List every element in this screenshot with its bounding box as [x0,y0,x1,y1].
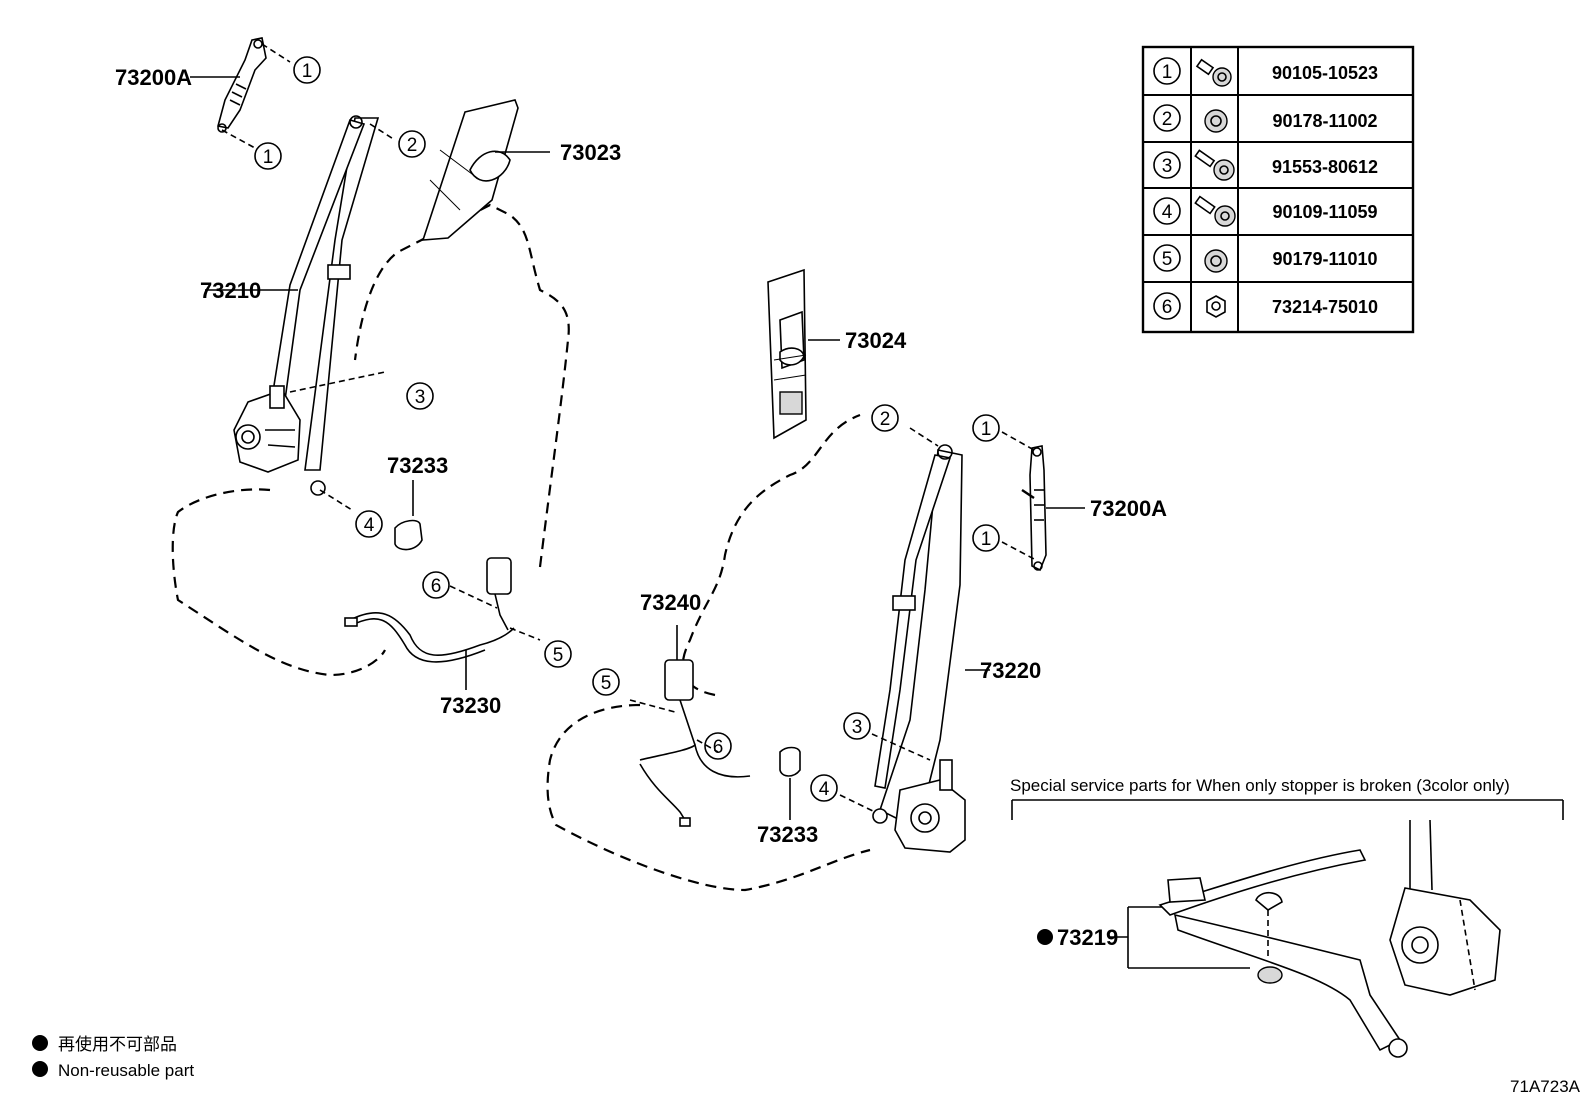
table-part-number: 90109-11059 [1272,202,1377,222]
non-reusable-marker-icon [1037,929,1053,945]
callout-marker: 4 [810,774,838,802]
non-reusable-marker-icon [32,1035,48,1051]
right-belt-assembly [872,444,966,853]
table-part-number: 73214-75010 [1272,297,1378,317]
callout-marker: 4 [355,510,383,538]
callout-marker: 1 [972,524,1000,552]
table-ref: 6 [1162,297,1173,318]
fastener-table: 1 90105-10523 2 90178-11002 3 [1141,45,1415,334]
nut-icon [1204,109,1228,133]
part-label-73233-left: 73233 [387,453,448,478]
callout-number: 6 [431,576,442,597]
callout-marker: 1 [254,142,282,170]
callout-marker: 5 [544,640,572,668]
part-label-73240: 73240 [640,590,701,615]
callout-number: 4 [364,515,375,536]
part-label-73200A-left: 73200A [115,65,192,90]
bolt-icon [1194,149,1235,181]
legend: 再使用不可部品 Non-reusable part [32,1034,194,1080]
table-row: 4 90109-11059 [1153,195,1378,227]
bolt-with-washer-icon [1194,195,1236,227]
part-label-73210: 73210 [200,278,261,303]
inset-belt-strap [1158,849,1367,916]
part-label-73023: 73023 [560,140,621,165]
part-label-73233-right: 73233 [757,822,818,847]
right-height-adjuster [1021,445,1047,572]
callout-number: 1 [981,419,992,440]
right-seat-outline [546,413,871,892]
callout-marker: 2 [398,130,426,158]
table-row: 6 73214-75010 [1153,292,1378,320]
callout-marker: 6 [422,571,450,599]
callout-number: 4 [819,779,830,800]
inset-stopper [1255,891,1283,984]
right-retractor [894,759,966,853]
callout-number: 1 [302,61,313,82]
table-row: 2 90178-11002 [1153,104,1378,133]
callout-number: 1 [263,147,274,168]
table-part-number: 90178-11002 [1272,111,1377,131]
table-part-number: 90105-10523 [1272,63,1378,83]
callout-marker: 1 [293,56,321,84]
callout-number: 2 [407,135,418,156]
right-pillar-garnish [767,268,807,440]
table-row: 3 91553-80612 [1153,149,1378,181]
special-service-caption: Special service parts for When only stop… [1010,776,1510,795]
left-seat-cover-piece [394,519,423,551]
callout-marker: 1 [972,414,1000,442]
right-seat-cover-piece [779,746,801,777]
non-reusable-marker-icon [32,1061,48,1077]
left-seat-outline [171,203,570,677]
callout-number: 6 [713,737,724,758]
table-ref: 5 [1162,249,1173,270]
callout-number: 1 [981,529,992,550]
callout-number: 5 [601,673,612,694]
callout-marker: 3 [843,712,871,740]
special-service-inset: Special service parts for When only stop… [1010,776,1564,1058]
callout-number: 3 [415,387,426,408]
part-label-73024: 73024 [845,328,907,353]
table-ref: 2 [1162,109,1173,130]
callout-marker: 5 [592,668,620,696]
callout-marker: 3 [406,382,434,410]
part-label-73219: 73219 [1057,925,1118,950]
inset-retractor [1389,887,1501,996]
callout-marker: 6 [704,732,732,760]
table-part-number: 90179-11010 [1272,249,1377,269]
bolt-with-washer-icon [1195,58,1232,87]
part-label-73220: 73220 [980,658,1041,683]
nut-icon [1206,295,1226,318]
left-buckle-assembly [344,557,515,663]
table-row: 1 90105-10523 [1153,57,1378,87]
right-buckle-assembly [639,659,751,827]
part-labels: 73200A 73023 73210 73233 73230 73024 732… [115,65,1167,847]
table-row: 5 90179-11010 [1153,244,1378,273]
callout-number: 5 [553,645,564,666]
left-pillar-garnish [421,99,519,241]
left-height-adjuster [217,37,267,133]
legend-english-label: Non-reusable part [58,1061,194,1080]
diagram-code: 71A723A [1510,1077,1581,1096]
callout-markers: 1 1 2 3 4 6 5 5 6 2 1 1 3 4 [254,56,1000,802]
left-belt-assembly [233,115,380,496]
callout-number: 3 [852,717,863,738]
table-part-number: 91553-80612 [1272,157,1378,177]
nut-icon [1204,249,1228,273]
part-label-73200A-right: 73200A [1090,496,1167,521]
part-label-73230: 73230 [440,693,501,718]
table-ref: 3 [1162,156,1173,177]
table-ref: 1 [1162,62,1173,83]
left-retractor [233,385,301,473]
table-ref: 4 [1162,202,1173,223]
legend-japanese-label: 再使用不可部品 [58,1034,177,1054]
callout-marker: 2 [871,404,899,432]
callout-number: 2 [880,409,891,430]
